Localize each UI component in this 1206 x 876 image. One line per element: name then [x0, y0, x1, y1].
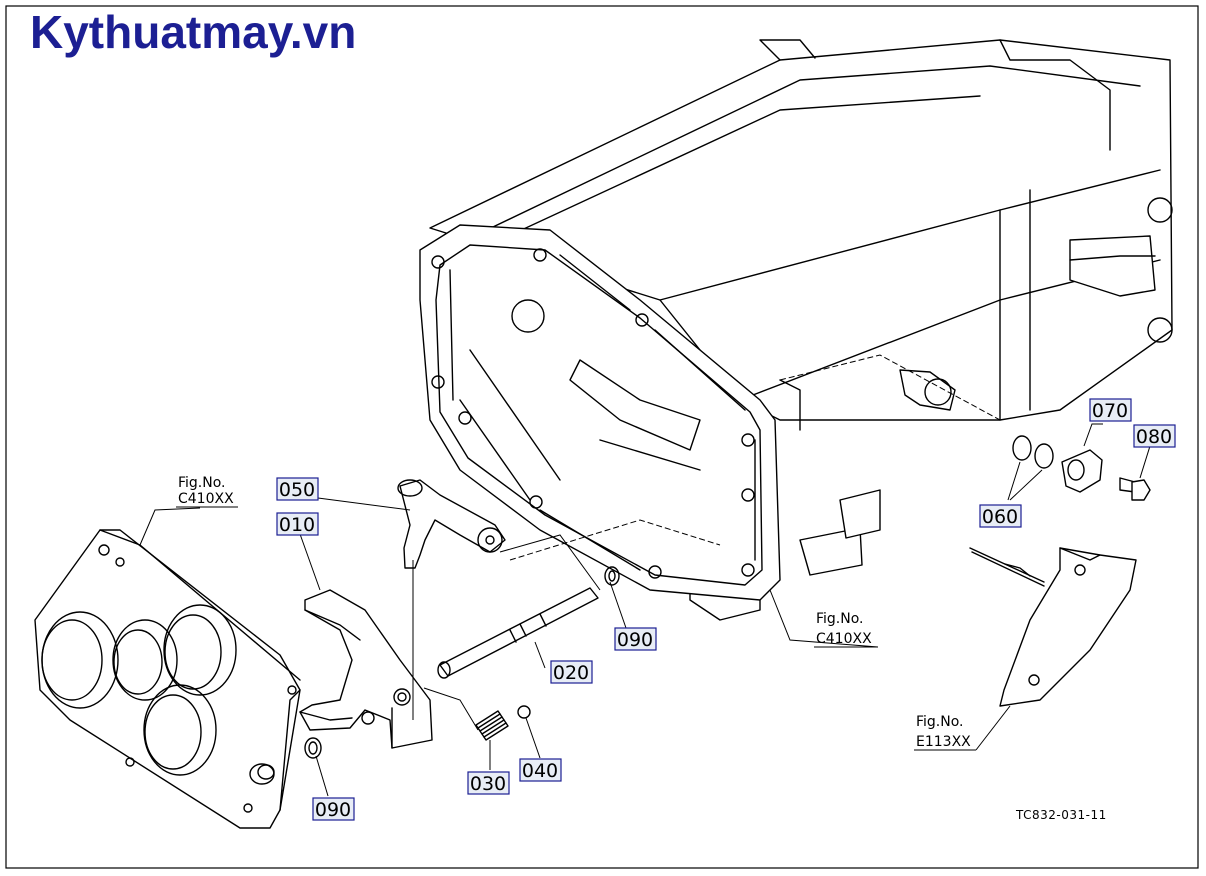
- svg-text:010: 010: [279, 514, 315, 536]
- svg-text:Fig.No.: Fig.No.: [178, 475, 226, 491]
- part-label-080: 080: [1133, 424, 1176, 448]
- svg-text:Fig.No.: Fig.No.: [916, 714, 964, 730]
- part-label-030: 030: [467, 771, 510, 795]
- shift-lever: [397, 479, 506, 569]
- brand-title: Kythuatmay.vn: [30, 6, 356, 58]
- svg-text:020: 020: [553, 662, 589, 684]
- svg-text:070: 070: [1092, 400, 1128, 422]
- shift-rod: [437, 587, 599, 679]
- drawing-code: TC832-031-11: [1015, 808, 1107, 822]
- svg-text:C410XX: C410XX: [816, 631, 872, 647]
- lock-plate: [1061, 449, 1103, 493]
- hex-bolt: [1119, 477, 1151, 501]
- part-label-090-upper: 090: [614, 627, 657, 651]
- part-label-010: 010: [276, 512, 319, 536]
- part-label-020: 020: [550, 660, 593, 684]
- circlip-upper: [604, 566, 620, 586]
- diagram-border: [5, 5, 1199, 869]
- svg-text:060: 060: [982, 506, 1018, 528]
- svg-text:050: 050: [279, 479, 315, 501]
- part-label-060: 060: [979, 504, 1022, 528]
- detent-ball: [517, 705, 531, 719]
- o-ring-1: [1012, 435, 1032, 461]
- leader-lines: [139, 423, 1151, 797]
- svg-text:E113XX: E113XX: [916, 734, 971, 750]
- svg-text:030: 030: [470, 773, 506, 795]
- part-label-090-lower: 090: [312, 797, 355, 821]
- circlip-lower: [304, 737, 322, 759]
- svg-text:090: 090: [315, 799, 351, 821]
- part-label-050: 050: [276, 477, 319, 501]
- front-cover-plate: [34, 529, 301, 829]
- shift-fork: [299, 589, 433, 749]
- svg-text:090: 090: [617, 629, 653, 651]
- svg-text:Fig.No.: Fig.No.: [816, 611, 864, 627]
- transmission-housing: [419, 39, 1173, 621]
- figure-ref-c410-right: Fig.No. C410XX: [814, 611, 878, 648]
- detent-spring: [475, 710, 509, 741]
- figure-ref-c410-left: Fig.No. C410XX: [176, 475, 238, 508]
- svg-text:C410XX: C410XX: [178, 491, 234, 507]
- bracket-e113: [969, 547, 1137, 707]
- part-label-040: 040: [519, 758, 562, 782]
- figure-ref-e113: Fig.No. E113XX: [914, 714, 976, 751]
- svg-text:080: 080: [1136, 426, 1172, 448]
- o-ring-2: [1034, 443, 1054, 469]
- svg-text:040: 040: [522, 760, 558, 782]
- part-label-070: 070: [1089, 398, 1132, 422]
